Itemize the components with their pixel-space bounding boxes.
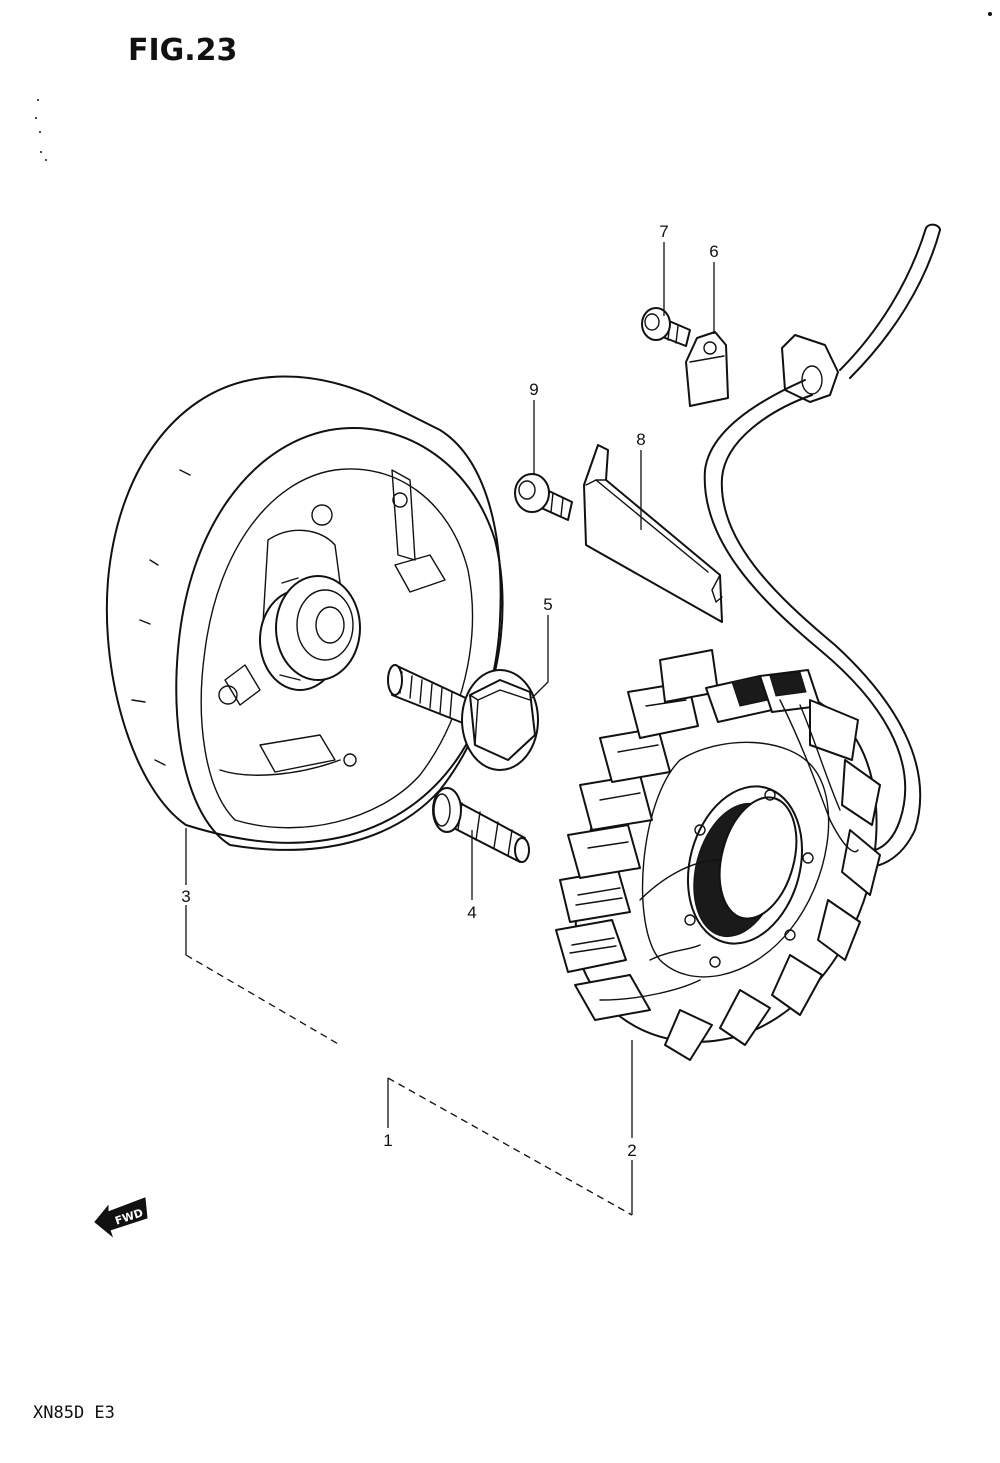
callout-8: 8 xyxy=(636,430,645,449)
figure-title: FIG.23 xyxy=(128,33,237,68)
rotor-flywheel-icon xyxy=(105,375,504,851)
fwd-arrow-icon: FWD xyxy=(94,1197,148,1238)
scan-marks xyxy=(35,12,992,161)
model-code: XN85D E3 xyxy=(33,1403,115,1423)
callout-9: 9 xyxy=(529,380,538,399)
clamp-screw-icon xyxy=(641,307,691,347)
callout-leaders xyxy=(185,242,715,1216)
callout-1: 1 xyxy=(383,1131,392,1150)
guide-plate-icon xyxy=(583,444,723,623)
lead-wire-clamp-icon xyxy=(685,331,729,407)
stator-icon xyxy=(555,649,881,1061)
callout-2: 2 xyxy=(627,1141,636,1160)
callout-6: 6 xyxy=(709,242,718,261)
stator-screw-icon xyxy=(432,787,530,863)
callout-7: 7 xyxy=(659,222,668,241)
rotor-bolt-icon xyxy=(387,664,539,771)
callout-4: 4 xyxy=(467,903,476,922)
plate-screw-icon xyxy=(514,473,573,521)
callout-5: 5 xyxy=(543,595,552,614)
callout-labels: 1 2 3 4 5 6 7 8 9 xyxy=(181,222,718,1160)
callout-3: 3 xyxy=(181,887,190,906)
lead-wire-icon xyxy=(703,223,941,868)
